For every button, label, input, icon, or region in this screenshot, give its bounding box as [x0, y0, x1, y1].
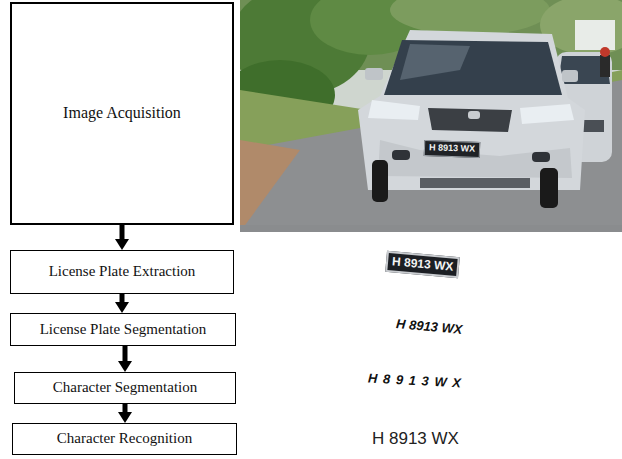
process-box: Image Acquisition	[10, 2, 234, 225]
box-label: Character Recognition	[51, 426, 198, 451]
box-label: Image Acquisition	[57, 100, 187, 126]
plate-text: H 8 9 1 3 W X	[368, 372, 463, 391]
process-box: License Plate Segmentation	[10, 313, 236, 346]
flow-arrow	[118, 346, 132, 372]
box-label: Character Segmentation	[47, 375, 204, 400]
plate-text: H 8913 WX	[424, 140, 481, 158]
arrow-shaft	[120, 225, 125, 240]
arrow-head	[118, 412, 132, 423]
flow-arrow	[118, 404, 132, 423]
recognized-text: H 8913 WX	[372, 430, 459, 449]
arrow-shaft	[123, 404, 128, 413]
plate-text: H 8913 WX	[396, 317, 463, 337]
flow-arrow	[115, 225, 129, 250]
process-box: Character Recognition	[12, 423, 237, 455]
box-label: License Plate Extraction	[43, 259, 202, 284]
box-label: License Plate Segmentation	[34, 317, 213, 342]
arrow-head	[115, 239, 129, 250]
plate-text: H 8913 WX	[385, 251, 460, 279]
arrow-head	[118, 361, 132, 372]
arrow-shaft	[123, 346, 128, 362]
process-box: License Plate Extraction	[10, 250, 234, 294]
arrow-shaft	[120, 294, 125, 303]
flow-arrow	[115, 294, 129, 313]
arrow-head	[115, 302, 129, 313]
process-box: Character Segmentation	[14, 372, 236, 404]
